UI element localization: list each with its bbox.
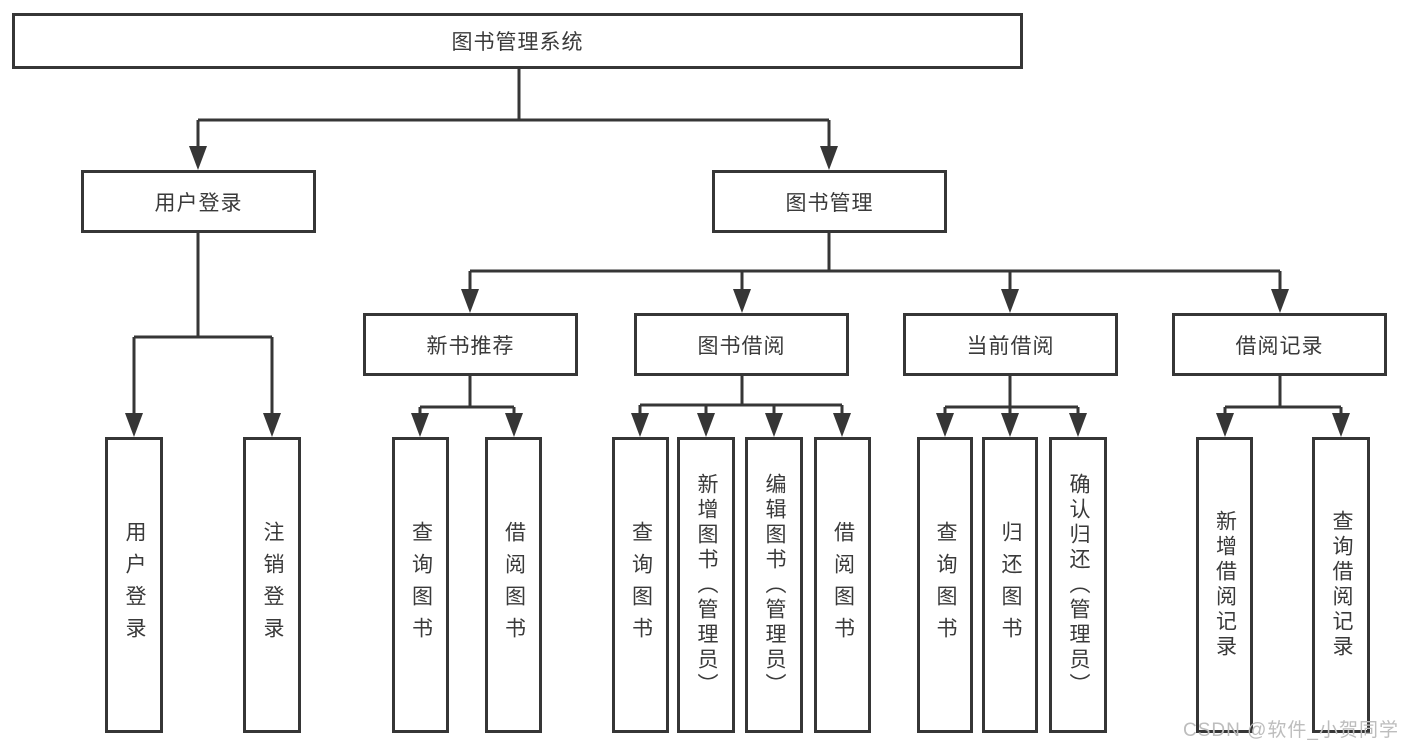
leaf-query-books: 查询图书 bbox=[917, 437, 973, 733]
leaf-edit-books-admin: 编辑图书（管理员） bbox=[745, 437, 803, 733]
leaf-borrow-books: 借阅图书 bbox=[814, 437, 871, 733]
leaf-return-books: 归还图书 bbox=[982, 437, 1038, 733]
leaf-query-books: 查询图书 bbox=[612, 437, 669, 733]
node-library-management-system: 图书管理系统 bbox=[12, 13, 1023, 69]
node-current-borrowing: 当前借阅 bbox=[903, 313, 1118, 376]
node-user-login: 用户登录 bbox=[81, 170, 316, 233]
leaf-logout: 注销登录 bbox=[243, 437, 301, 733]
node-book-borrowing: 图书借阅 bbox=[634, 313, 849, 376]
leaf-user-login: 用户登录 bbox=[105, 437, 163, 733]
leaf-add-books-admin: 新增图书（管理员） bbox=[677, 437, 735, 733]
node-borrowing-records: 借阅记录 bbox=[1172, 313, 1387, 376]
leaf-query-borrow-record: 查询借阅记录 bbox=[1312, 437, 1370, 733]
leaf-add-borrow-record: 新增借阅记录 bbox=[1196, 437, 1253, 733]
leaf-borrow-books: 借阅图书 bbox=[485, 437, 542, 733]
leaf-query-books: 查询图书 bbox=[392, 437, 449, 733]
leaf-confirm-return-admin: 确认归还（管理员） bbox=[1049, 437, 1107, 733]
csdn-watermark: CSDN @软件_小贺同学 bbox=[1183, 720, 1399, 741]
node-book-management: 图书管理 bbox=[712, 170, 947, 233]
node-new-book-recommendation: 新书推荐 bbox=[363, 313, 578, 376]
